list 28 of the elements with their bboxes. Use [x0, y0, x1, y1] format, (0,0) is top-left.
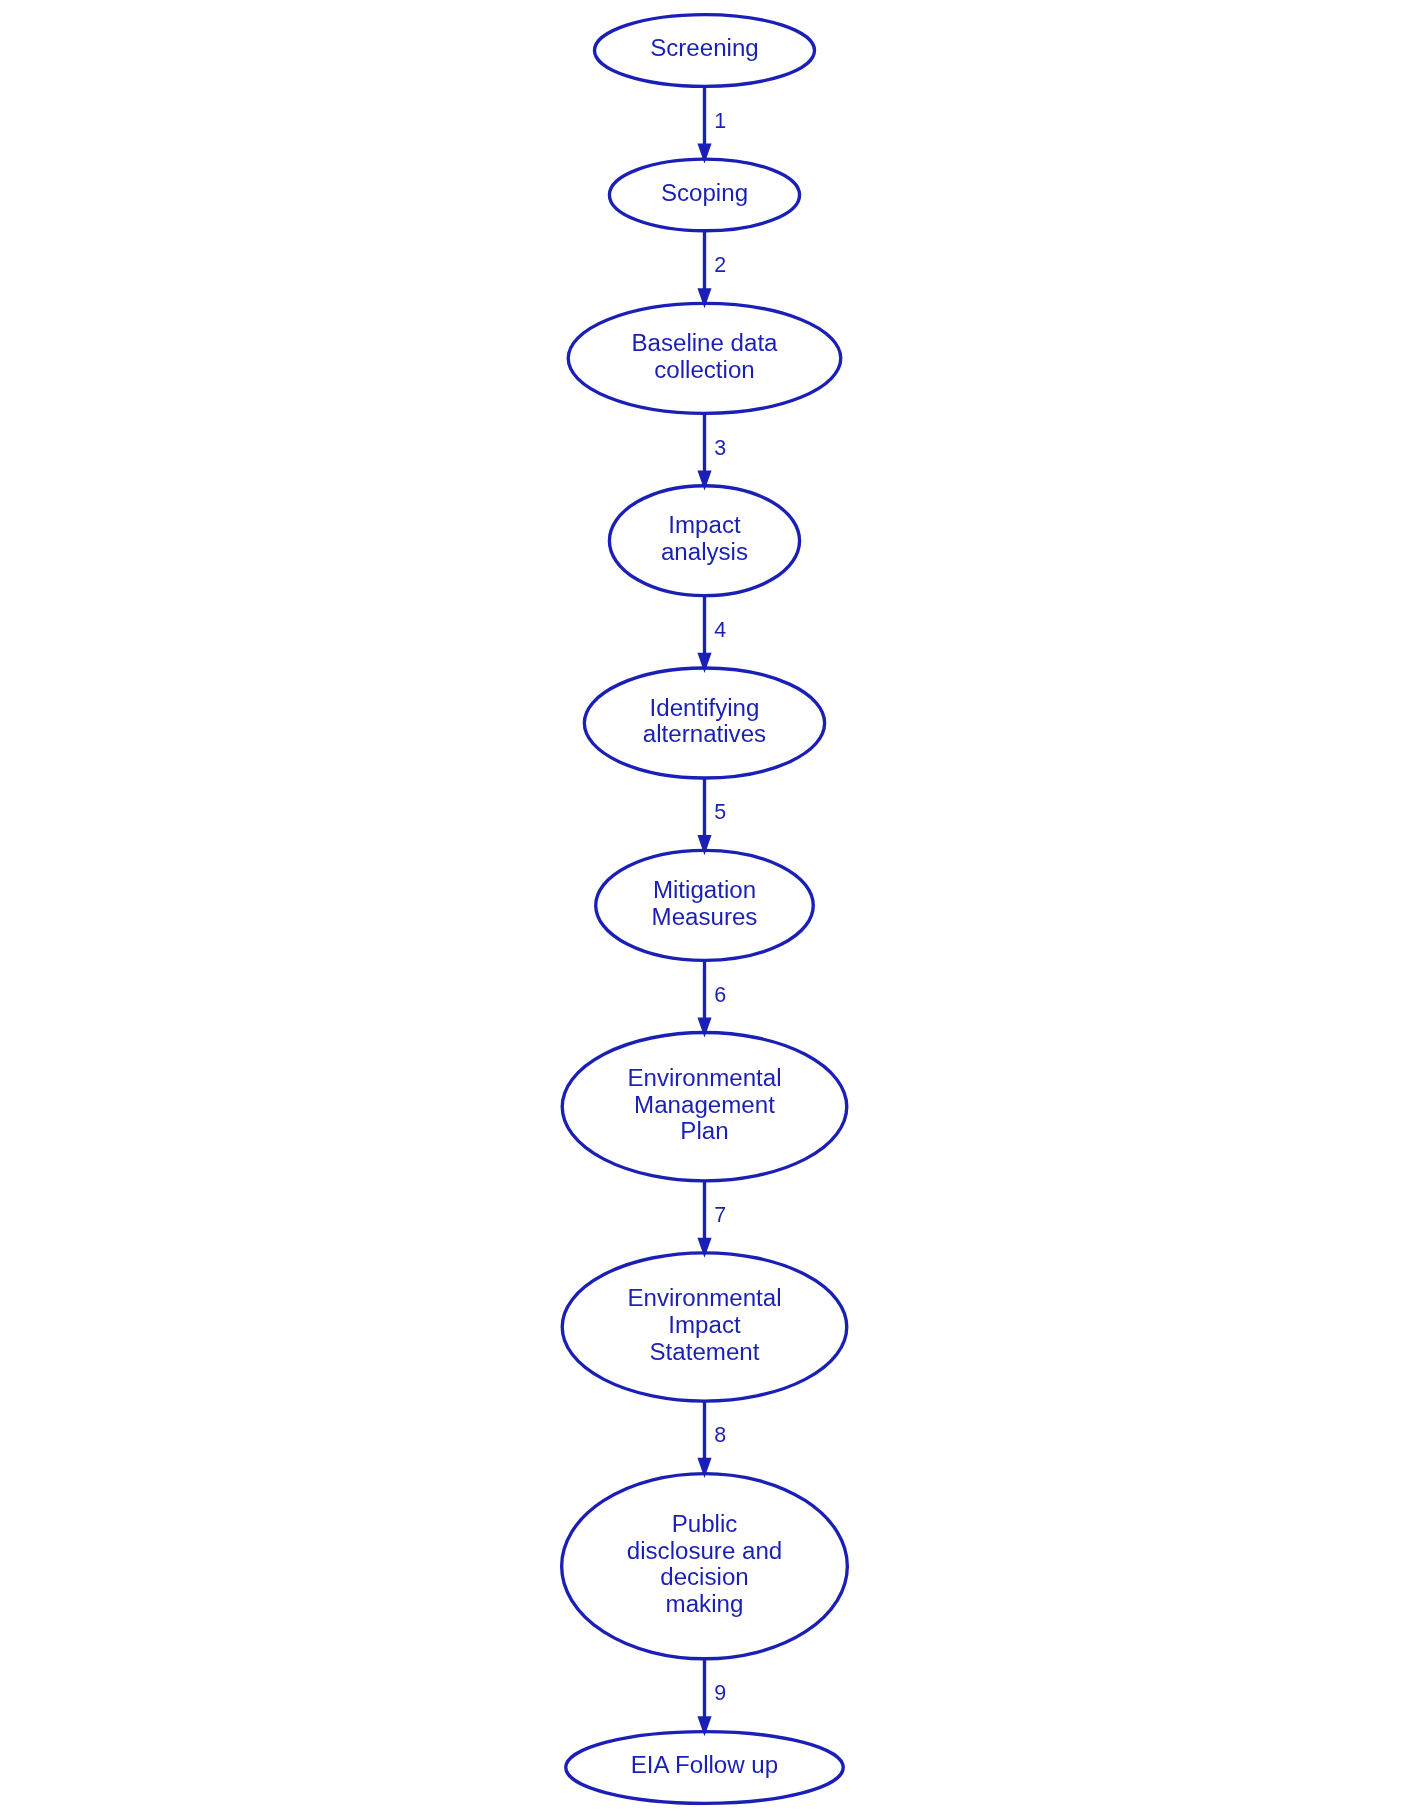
arrow [697, 778, 712, 856]
edge-label: 1 [714, 108, 727, 133]
edge-label: 9 [714, 1681, 727, 1706]
arrow [697, 595, 712, 673]
node-ellipse: Impact analysis [607, 484, 802, 598]
node-ellipse: Baseline data collection [566, 301, 843, 415]
node-ellipse: Screening [592, 13, 817, 89]
node-ellipse: Identifying alternatives [582, 666, 827, 780]
edge-label: 3 [714, 435, 727, 460]
arrow [697, 1401, 712, 1478]
arrow [697, 86, 712, 164]
node-ellipse: Environmental Impact Statement [560, 1251, 849, 1403]
edge-label: 8 [714, 1423, 727, 1448]
edge-label: 4 [714, 617, 727, 642]
node-ellipse: Scoping [607, 157, 802, 233]
arrow [697, 231, 712, 309]
edge-label: 7 [714, 1202, 727, 1227]
node-ellipse: EIA Follow up [564, 1729, 845, 1805]
edge-label: 5 [714, 800, 727, 825]
arrow [697, 413, 712, 491]
arrow [697, 1659, 712, 1737]
arrow [697, 1181, 712, 1258]
node-ellipse: Public disclosure and decision making [560, 1471, 849, 1661]
arrow [697, 960, 712, 1038]
node-ellipse: Environmental Management Plan [560, 1030, 849, 1183]
edge-label: 6 [714, 982, 727, 1007]
node-ellipse: Mitigation Measures [594, 848, 815, 963]
edge-label: 2 [714, 253, 727, 278]
